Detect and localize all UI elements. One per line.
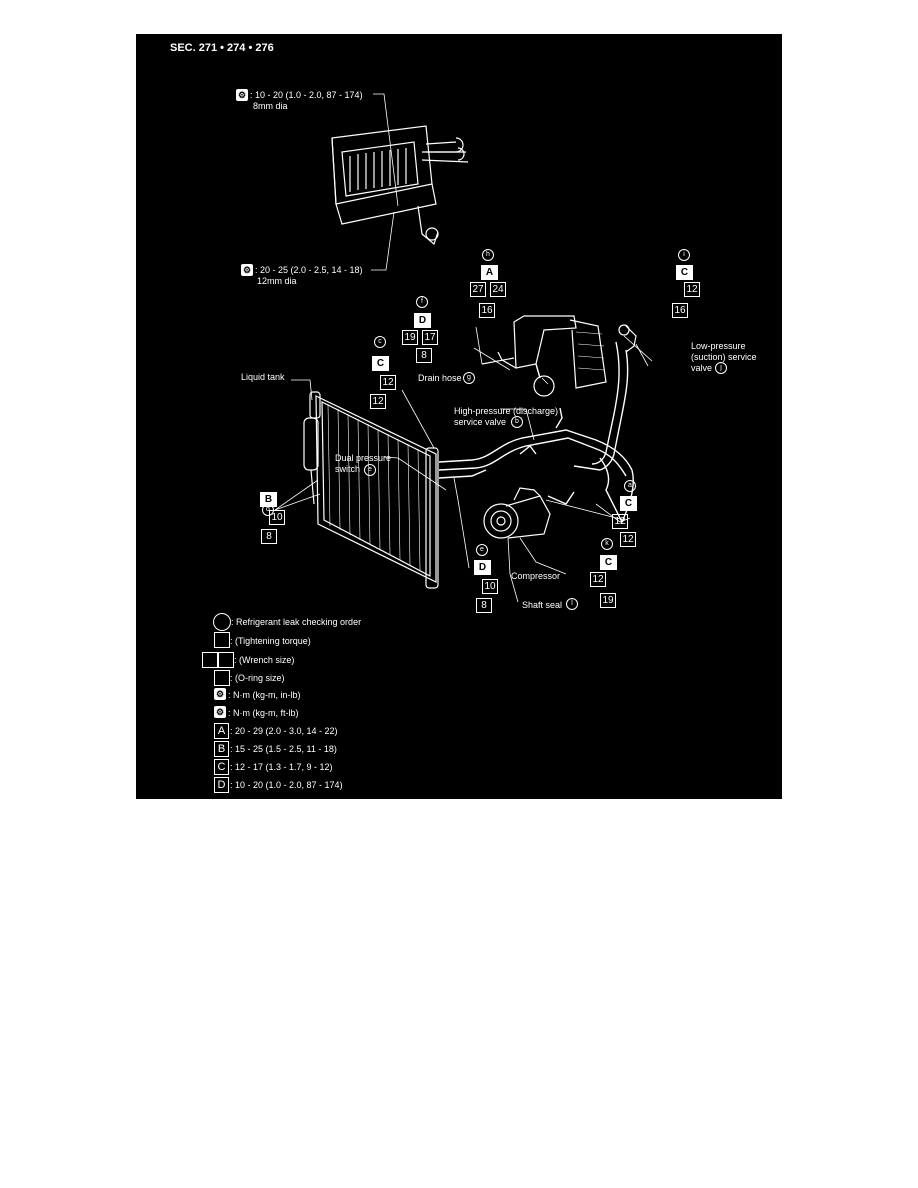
c-torque-box: C — [372, 356, 389, 371]
a-torque-box: C — [620, 496, 637, 511]
bottom-torque-value: : 20 - 25 (2.0 - 2.5, 14 - 18) — [255, 265, 363, 275]
compressor-label: Compressor — [511, 571, 561, 581]
compressor — [483, 487, 551, 539]
marker-b: b — [511, 416, 523, 428]
legend-wrench: : (Wrench size) — [234, 655, 295, 665]
high-pressure-label-2: service valve — [454, 417, 507, 427]
h-oring-box: 16 — [479, 303, 495, 318]
shaft-seal-label: Shaft seal — [522, 600, 563, 610]
f-wrench-box-2: 17 — [422, 330, 438, 345]
top-torque-value: : 10 - 20 (1.0 - 2.0, 87 - 174) — [250, 90, 363, 100]
d-torque-box: B — [260, 492, 277, 507]
legend-leak-order: : Refrigerant leak checking order — [231, 617, 362, 627]
marker-h: h — [482, 249, 494, 261]
upper-pipe-assembly — [481, 315, 637, 397]
c-oring-box: 12 — [370, 394, 386, 409]
legend-torque-inlb-icon: ⚙ — [214, 688, 226, 700]
k-wrench-box: 12 — [590, 572, 606, 587]
marker-g: g — [463, 372, 475, 384]
marker-e: e — [476, 544, 488, 556]
legend-c-symbol: C — [214, 759, 229, 775]
marker-i: i — [678, 249, 690, 261]
d-oring-box: 8 — [261, 529, 277, 544]
marker-f: f — [416, 296, 428, 308]
f-wrench-box-1: 19 — [402, 330, 418, 345]
d-wrench-box: 10 — [269, 510, 285, 525]
dual-pressure-label-1: Dual pressure — [335, 453, 392, 463]
legend-wrench-symbol-1 — [202, 652, 218, 668]
high-pressure-label-1: High-pressure (discharge) — [454, 406, 559, 416]
k-oring-box: 19 — [600, 593, 616, 608]
f-oring-box: 8 — [416, 348, 432, 363]
legend-tightening-symbol — [214, 632, 230, 648]
h-wrench-box-1: 27 — [470, 282, 486, 297]
bottom-torque-diameter: 12mm dia — [257, 276, 297, 286]
marker-a: a — [624, 480, 636, 492]
i-wrench-box: 12 — [684, 282, 700, 297]
refrigerant-lines — [438, 341, 634, 524]
h-wrench-box-2: 24 — [490, 282, 506, 297]
a-oring-box: 12 — [620, 532, 636, 547]
legend-oring-symbol — [214, 670, 230, 686]
legend-nm-in: : N·m (kg-m, in-lb) — [228, 690, 301, 700]
evaporator-unit — [331, 125, 469, 246]
torque-inlb-icon: ⚙ — [236, 89, 248, 101]
legend-d-value: : 10 - 20 (1.0 - 2.0, 87 - 174) — [230, 780, 343, 790]
condenser — [309, 391, 439, 589]
low-pressure-label-3: valve — [691, 363, 713, 373]
legend-wrench-symbol-2 — [218, 652, 234, 668]
legend-torque-ftlb-icon: ⚙ — [214, 706, 226, 718]
drain-hose-label: Drain hose — [418, 373, 462, 383]
k-torque-box: C — [600, 555, 617, 570]
dual-pressure-label-2: switch — [335, 464, 361, 474]
low-pressure-label-2: (suction) service — [691, 352, 757, 362]
legend-c-value: : 12 - 17 (1.3 - 1.7, 9 - 12) — [230, 762, 333, 772]
legend-a-value: : 20 - 29 (2.0 - 3.0, 14 - 22) — [230, 726, 338, 736]
i-torque-box: C — [676, 265, 693, 280]
marker-l: l — [566, 598, 578, 610]
legend-nm-ft: : N·m (kg-m, ft-lb) — [228, 708, 299, 718]
a-wrench-box: 12 — [612, 514, 628, 529]
e-oring-box: 8 — [476, 598, 492, 613]
e-torque-box: D — [474, 560, 491, 575]
legend-tightening: : (Tightening torque) — [230, 636, 311, 646]
marker-e-switch: e — [364, 464, 376, 476]
i-oring-box: 16 — [672, 303, 688, 318]
c-wrench-box: 12 — [380, 375, 396, 390]
marker-k: k — [601, 538, 613, 550]
legend-b-symbol: B — [214, 741, 229, 757]
h-torque-box: A — [481, 265, 498, 280]
torque-ftlb-icon: ⚙ — [241, 264, 253, 276]
diagram-panel: SEC. 271 • 274 • 276 ⚙ : 10 - 20 (1.0 - … — [136, 34, 782, 799]
legend-oring: : (O-ring size) — [230, 673, 285, 683]
e-wrench-box: 10 — [482, 579, 498, 594]
top-torque-diameter: 8mm dia — [253, 101, 288, 111]
legend-a-symbol: A — [214, 723, 229, 739]
liquid-tank — [303, 417, 319, 505]
ac-system-drawing — [274, 93, 653, 603]
marker-j: j — [715, 362, 727, 374]
liquid-tank-label: Liquid tank — [241, 372, 285, 382]
marker-c: c — [374, 336, 386, 348]
legend-d-symbol: D — [214, 777, 229, 793]
legend-b-value: : 15 - 25 (1.5 - 2.5, 11 - 18) — [230, 744, 337, 754]
f-torque-box: D — [414, 313, 431, 328]
low-pressure-label-1: Low-pressure — [691, 341, 746, 351]
legend-leak-order-symbol — [213, 613, 231, 631]
section-title: SEC. 271 • 274 • 276 — [170, 42, 274, 54]
